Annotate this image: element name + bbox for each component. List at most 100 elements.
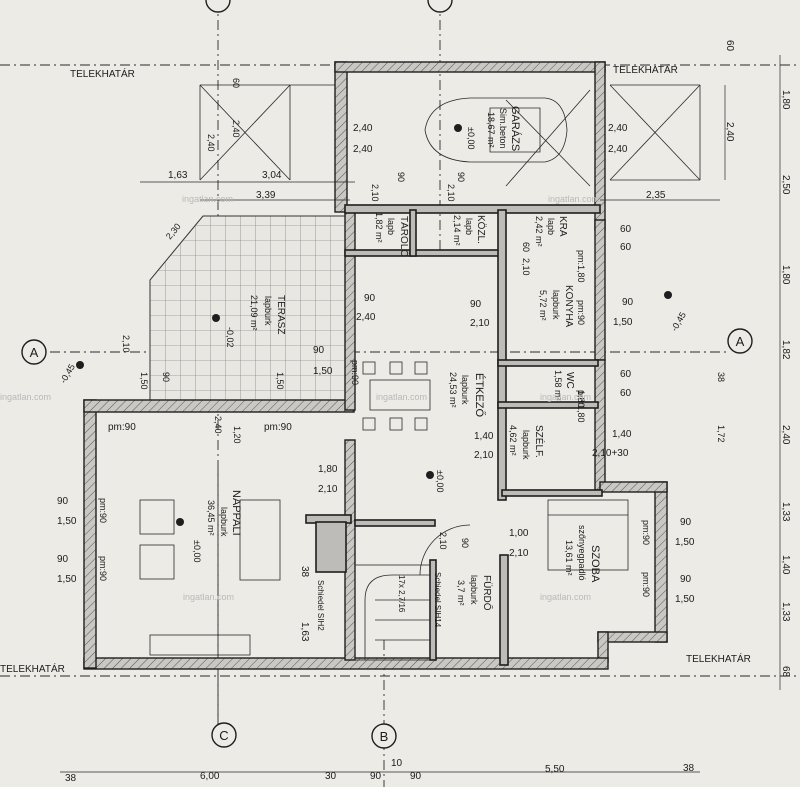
room-furdo: FÜRDŐ lapburk 3,7 m² [456, 575, 495, 611]
room-floor-tarolo: lapb [386, 218, 396, 235]
watermarks: ingatlan.com ingatlan.com ingatlan.com i… [0, 194, 599, 602]
svg-text:C: C [219, 728, 228, 743]
svg-text:2,10: 2,10 [470, 318, 490, 329]
room-name-szoba: SZOBA [589, 545, 601, 583]
svg-text:2,10+30: 2,10+30 [592, 448, 629, 459]
svg-text:60: 60 [620, 242, 632, 253]
svg-text:6,00: 6,00 [200, 771, 220, 782]
room-level-nappali: ±0,00 [192, 540, 202, 562]
room-name-kozl: KÖZL. [475, 215, 487, 244]
svg-text:2,40: 2,40 [780, 425, 791, 445]
svg-text:2,10: 2,10 [438, 532, 448, 550]
svg-text:pm:1,80: pm:1,80 [576, 390, 586, 423]
svg-text:1,50: 1,50 [57, 574, 77, 585]
room-area-garazs: 18,67 m² [486, 112, 496, 148]
svg-text:1,40: 1,40 [474, 431, 494, 442]
svg-text:2,40: 2,40 [724, 122, 735, 142]
room-floor-garazs: Sim.beton [498, 108, 508, 149]
opening-labels-top-left: 60 2,40 2,40 [206, 78, 241, 152]
opening-labels-top-row: pm:90 pm:90 [108, 422, 292, 433]
svg-text:90: 90 [396, 172, 406, 182]
room-konyha: KONYHA lapburk 5,72 m² [538, 285, 574, 328]
svg-text:60: 60 [620, 369, 632, 380]
axis-marker-top-right [427, 0, 453, 13]
room-floor-nappali: lapburk [219, 507, 229, 537]
svg-text:2,40: 2,40 [231, 120, 241, 138]
svg-text:ingatlan.com: ingatlan.com [0, 392, 51, 402]
opening-labels-tarolo: 90 2,10 [370, 172, 406, 202]
svg-text:1,50: 1,50 [675, 594, 695, 605]
interior-walls [305, 204, 603, 666]
svg-text:1,40: 1,40 [780, 555, 791, 575]
svg-text:pm:90: pm:90 [641, 520, 651, 545]
svg-text:90: 90 [622, 297, 634, 308]
svg-text:1,33: 1,33 [780, 502, 791, 522]
room-name-szelf: SZÉLF. [533, 425, 546, 458]
room-szelf: SZÉLF. lapburk 4,62 m² [508, 425, 546, 460]
svg-text:90: 90 [370, 771, 382, 782]
room-name-tarolo: TÁROLÓ [398, 216, 411, 257]
svg-text:30: 30 [325, 771, 337, 782]
room-wc: WC 1,58 m² [553, 370, 575, 401]
svg-text:68: 68 [780, 666, 791, 678]
svg-text:1,72: 1,72 [716, 425, 726, 443]
svg-text:A: A [736, 334, 745, 349]
svg-text:90: 90 [460, 538, 470, 548]
room-name-terasz: TERASZ [275, 295, 286, 334]
svg-text:1,80: 1,80 [318, 464, 338, 475]
boundary-label-bottom-right: TELEKHATÁR [686, 652, 751, 665]
svg-text:pm:90: pm:90 [350, 360, 360, 385]
svg-text:B: B [380, 729, 389, 744]
room-area-nappali: 36,45 m² [206, 500, 216, 536]
svg-text:10: 10 [391, 758, 403, 769]
opening-labels-etkezo: 90 2,40 90 1,50 90 2,10 [313, 293, 490, 377]
svg-text:pm:90: pm:90 [264, 422, 292, 433]
entrance-canopy [199, 84, 335, 181]
svg-text:pm:90: pm:90 [98, 498, 108, 523]
dimension-labels-right: 60 1,80 2,40 2,50 1,80 1,82 2,40 1,33 1,… [724, 40, 791, 678]
svg-text:2,10: 2,10 [474, 450, 494, 461]
svg-text:ingatlan.com: ingatlan.com [183, 592, 234, 602]
room-area-kamra: 2,42 m² [534, 216, 544, 247]
car-icon [424, 97, 568, 163]
opening-labels-kitchen: pm:1,80 pm:90 pm:1,80 [576, 250, 586, 423]
svg-text:2,10: 2,10 [121, 335, 131, 353]
svg-text:2,40: 2,40 [356, 312, 376, 323]
svg-text:1,80: 1,80 [576, 390, 586, 408]
svg-text:1,82: 1,82 [780, 340, 791, 360]
svg-text:90: 90 [57, 554, 69, 565]
room-area-etkezo: 24,53 m² [448, 372, 458, 408]
dimension-labels-bottom: 38 6,00 30 90 10 90 5,50 38 [65, 758, 695, 784]
misc-labels-wc: 1,80 1,72 38 [576, 372, 726, 443]
boundary-label-bottom-left: TELEKHATÁR [0, 662, 65, 675]
opening-labels-kamra: 60 2,10 [521, 242, 531, 276]
room-garazs: GARÁZS Sim.beton 18,67 m² ±0,00 [466, 106, 522, 151]
svg-text:2,10: 2,10 [509, 548, 529, 559]
svg-text:2,40: 2,40 [353, 144, 373, 155]
level-markers-rooms [176, 124, 462, 526]
stair-note-right: Schiedel SIH14 [433, 572, 442, 628]
svg-text:3,39: 3,39 [256, 190, 276, 201]
room-name-kamra: KRA [557, 216, 568, 237]
svg-text:ingatlan.com: ingatlan.com [548, 194, 599, 204]
svg-text:2,40: 2,40 [608, 144, 628, 155]
axis-marker-b: B [371, 723, 397, 749]
room-area-terasz: 21,09 m² [249, 295, 259, 331]
garage-door-swing [505, 89, 591, 187]
svg-text:38: 38 [299, 566, 310, 578]
svg-text:pm:90: pm:90 [108, 422, 136, 433]
svg-text:38: 38 [716, 372, 726, 382]
svg-text:1,50: 1,50 [675, 537, 695, 548]
door-swing-etkezo [419, 524, 471, 576]
svg-text:90: 90 [57, 496, 69, 507]
room-level-garazs: ±0,00 [466, 127, 476, 149]
svg-text:2,35: 2,35 [646, 190, 666, 201]
axis-marker-top-left [205, 0, 231, 13]
room-floor-konyha: lapburk [551, 290, 561, 320]
room-nappali: NAPPALI lapburk 36,45 m² ±0,00 [192, 490, 242, 562]
svg-text:1,33: 1,33 [780, 602, 791, 622]
svg-text:2,40: 2,40 [353, 123, 373, 134]
svg-text:1,00: 1,00 [509, 528, 529, 539]
